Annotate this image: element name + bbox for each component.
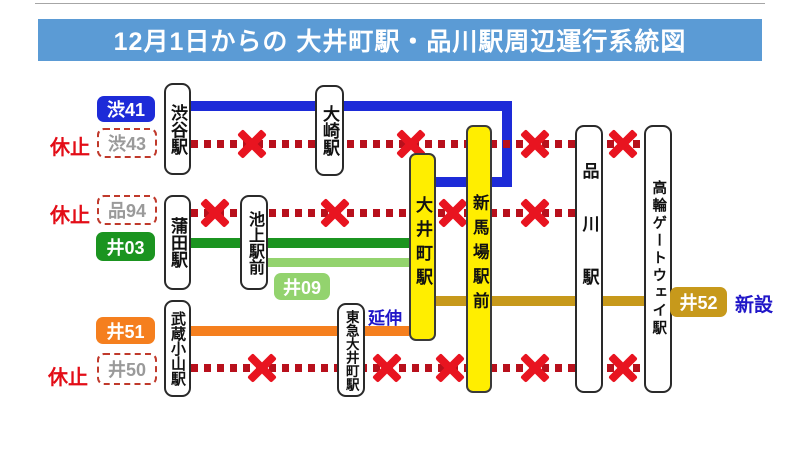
station-name: 渋谷駅 — [168, 103, 187, 155]
route-line-i03 — [191, 238, 409, 248]
closed-stop-x-icon — [321, 199, 349, 227]
new-route-label: 新設 — [735, 295, 774, 316]
station-shibuya: 渋谷駅 — [164, 83, 191, 175]
route-badge-i03: 井03 — [96, 232, 155, 261]
closed-stop-x-icon — [373, 354, 401, 382]
route-badge-shibu43: 渋43 — [97, 128, 157, 158]
closed-stop-x-icon — [248, 354, 276, 382]
suspended-label-shina94: 休止 — [50, 205, 90, 227]
route-badge-label: 井09 — [282, 277, 322, 298]
station-name: 大崎駅 — [320, 105, 339, 156]
route-line-i52 — [436, 296, 644, 306]
station-name: 東急大井町駅 — [343, 309, 359, 391]
extension-label: 延伸 — [368, 309, 402, 328]
closed-stop-x-icon — [436, 354, 464, 382]
top-divider — [35, 3, 765, 4]
closed-stop-x-icon — [521, 199, 549, 227]
closed-stop-x-icon — [439, 199, 467, 227]
station-name: 大井町駅 — [413, 196, 432, 292]
route-line-i51 — [191, 326, 409, 336]
route-badge-i50: 井50 — [97, 353, 157, 385]
closed-stop-x-icon — [521, 130, 549, 158]
route-badge-label: 品94 — [107, 201, 147, 221]
route-badge-label: 井50 — [107, 360, 147, 380]
station-oimachi: 大井町駅 — [409, 153, 436, 341]
station-shinagawa: 品川駅 — [575, 125, 603, 393]
route-line-shibu41-top — [191, 101, 512, 111]
station-name: 池上駅前 — [246, 210, 263, 275]
closed-stop-x-icon — [201, 199, 229, 227]
closed-stop-x-icon — [609, 130, 637, 158]
station-name: 武蔵小山駅 — [169, 311, 186, 386]
route-line-i09 — [268, 258, 409, 267]
route-badge-i09: 井09 — [274, 273, 330, 300]
station-name: 新馬場駅前 — [470, 193, 489, 317]
title-bar: 12月1日からの 大井町駅・品川駅周辺運行系統図 — [38, 19, 762, 61]
closed-stop-x-icon — [238, 130, 266, 158]
station-osaki: 大崎駅 — [315, 85, 344, 176]
station-kamata: 蒲田駅 — [164, 195, 191, 290]
suspended-label-shibu43: 休止 — [50, 137, 90, 159]
route-line-i50-suspended — [191, 364, 644, 372]
route-line-shina94-suspended — [191, 209, 575, 217]
station-shinbanba-ekimae: 新馬場駅前 — [466, 125, 492, 393]
route-badge-label: 渋43 — [107, 134, 147, 154]
page-title: 12月1日からの 大井町駅・品川駅周辺運行系統図 — [113, 28, 687, 56]
suspended-label-i50: 休止 — [48, 367, 88, 389]
route-badge-label: 井03 — [106, 237, 145, 258]
station-name: 蒲田駅 — [168, 217, 187, 268]
station-tokyu-oimachi: 東急大井町駅 — [337, 303, 365, 397]
route-badge-shibu41: 渋41 — [97, 96, 155, 122]
route-badge-label: 井52 — [679, 293, 718, 313]
route-badge-i51: 井51 — [96, 317, 155, 344]
station-name: 品川駅 — [579, 161, 599, 321]
route-badge-label: 井51 — [106, 321, 145, 342]
station-musashikoyama: 武蔵小山駅 — [164, 300, 191, 397]
station-ikegami-ekimae: 池上駅前 — [240, 195, 268, 290]
closed-stop-x-icon — [609, 354, 637, 382]
route-badge-shina94: 品94 — [97, 195, 157, 225]
closed-stop-x-icon — [521, 354, 549, 382]
station-takanawa-gateway: 高輪ゲートウェイ駅 — [644, 125, 672, 393]
route-badge-label: 渋41 — [106, 100, 146, 120]
route-badge-i52: 井52 — [670, 287, 727, 317]
station-name: 高輪ゲートウェイ駅 — [650, 180, 667, 338]
